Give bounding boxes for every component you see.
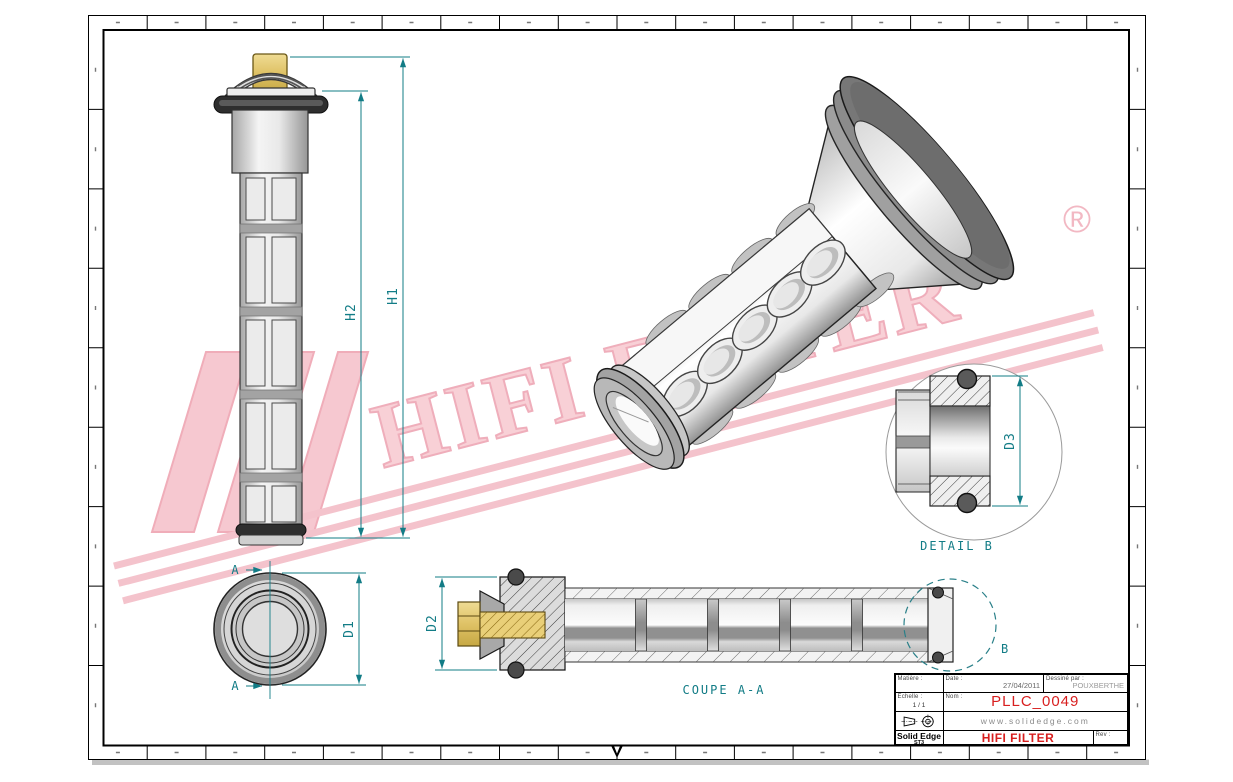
- section-oring-bottom: [507, 661, 525, 679]
- section-bolt-head: [457, 601, 481, 647]
- solid-edge-logo-text: Solid Edge: [897, 731, 941, 741]
- drawn-by-cell: Dessiné par : POUXBERTHE: [1044, 675, 1127, 693]
- company-name: HIFI FILTER: [981, 731, 1055, 744]
- section-oring-top: [507, 568, 525, 586]
- drawn-by-value: POUXBERTHE: [1072, 681, 1124, 690]
- detail-b-marker-circle: [903, 578, 997, 672]
- top-view: A A D1: [213, 561, 366, 699]
- scale-cell: Echelle : 1 / 1: [895, 693, 944, 712]
- website-text: www.solidedge.com: [980, 716, 1090, 726]
- date-value: 27/04/2011: [1003, 681, 1040, 690]
- section-view: D2 B COUPE A-A: [425, 568, 1010, 697]
- company-cell: HIFI FILTER: [944, 731, 1094, 744]
- zone-label-marks: [94, 21, 1139, 754]
- detail-oring-top: [956, 368, 978, 390]
- sheet-shadow: [92, 759, 1149, 765]
- cad-brand-cell: Solid Edge ST3: [896, 731, 944, 744]
- front-bottom-ring: [235, 523, 307, 537]
- detail-view: D3 DETAIL B: [885, 363, 1063, 553]
- rev-cell: Rev :: [1094, 731, 1128, 744]
- material-cell: Matière :: [895, 675, 944, 693]
- scale-value: 1 / 1: [912, 702, 926, 709]
- sheet-frame: [88, 15, 1149, 765]
- front-mesh-panels: [245, 177, 297, 523]
- date-label: Date :: [945, 676, 963, 682]
- rev-label: Rev :: [1095, 732, 1111, 738]
- zone-tick-marks: [88, 15, 1146, 760]
- material-label: Matière :: [897, 676, 923, 682]
- watermark-registered-mark: ®: [1063, 199, 1091, 241]
- iso-funnel-interior: [853, 120, 973, 259]
- detail-oring-bottom: [956, 492, 978, 514]
- dim-h2-label: H2: [344, 303, 359, 321]
- scale-label: Echelle :: [897, 694, 923, 700]
- section-letter-bottom: A: [231, 679, 240, 693]
- front-view: H1 H2: [213, 53, 410, 546]
- iso-view: [593, 75, 1015, 470]
- dim-h1-label: H1: [386, 287, 401, 305]
- projection-symbol-cell: [895, 712, 944, 731]
- part-number: PLLC_0049: [991, 693, 1080, 710]
- detail-title: DETAIL B: [920, 539, 994, 553]
- title-block: Matière : Date : 27/04/2011 Dessiné par …: [893, 673, 1129, 746]
- dim-d1-label: D1: [342, 620, 357, 638]
- section-letter-top: A: [231, 563, 240, 577]
- iso-oval-holes: [662, 239, 846, 418]
- drawn-by-label: Dessiné par :: [1046, 676, 1084, 682]
- dim-d2-label: D2: [425, 614, 440, 632]
- name-label: Nom :: [945, 694, 963, 700]
- website-cell: www.solidedge.com: [943, 712, 1127, 731]
- front-bail-cross: [237, 74, 305, 91]
- solid-edge-version: ST3: [913, 739, 925, 744]
- dim-d3-label: D3: [1003, 432, 1018, 450]
- front-head: [231, 109, 309, 174]
- section-title: COUPE A-A: [682, 683, 765, 697]
- detail-letter-label: B: [1001, 642, 1010, 656]
- name-cell: Nom : PLLC_0049: [943, 693, 1127, 712]
- section-interior: [565, 599, 930, 651]
- detail-bore: [929, 405, 991, 477]
- date-cell: Date : 27/04/2011: [943, 675, 1044, 693]
- front-bottom-cap: [238, 534, 304, 546]
- first-angle-projection-icon: [900, 714, 935, 729]
